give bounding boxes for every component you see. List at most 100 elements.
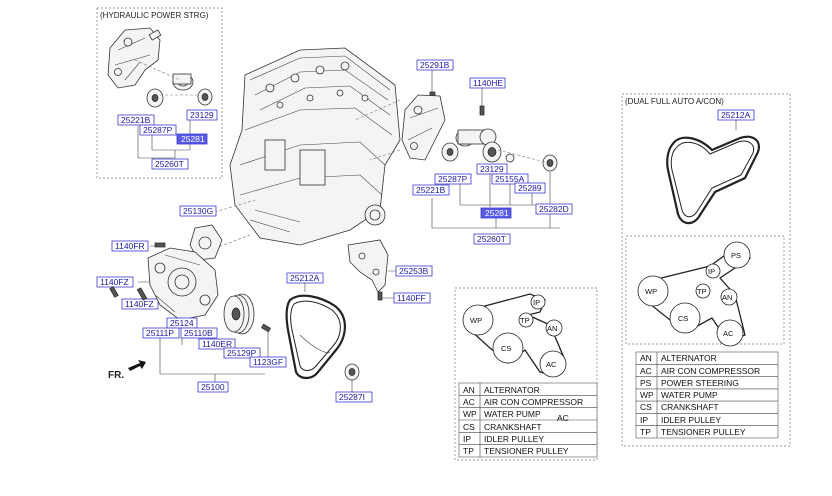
- svg-text:AN: AN: [722, 293, 732, 302]
- svg-text:AC: AC: [723, 329, 734, 338]
- svg-text:CRANKSHAFT: CRANKSHAFT: [484, 422, 542, 432]
- svg-text:25260T: 25260T: [155, 159, 184, 169]
- label-25287I: 25287I: [335, 391, 373, 403]
- pulley-tp-2: [695, 283, 711, 299]
- drive-belt-center: [285, 294, 346, 380]
- svg-text:1140FZ: 1140FZ: [125, 299, 154, 309]
- svg-text:POWER STEERING: POWER STEERING: [661, 378, 739, 388]
- pulley-an-2: [720, 288, 738, 306]
- label-1140ER: 1140ER: [198, 338, 236, 350]
- pulley-ac-2: [716, 319, 744, 347]
- svg-text:25291B: 25291B: [420, 60, 450, 70]
- label-25100: 25100: [197, 381, 229, 393]
- label-25221B-b: 25221B: [412, 184, 450, 196]
- label-25110B: 25110B: [180, 327, 218, 339]
- svg-text:IDLER PULLEY: IDLER PULLEY: [661, 415, 721, 425]
- svg-text:1140FF: 1140FF: [397, 293, 426, 303]
- label-25289: 25289: [514, 182, 546, 194]
- pulley-ps: [723, 241, 751, 269]
- svg-text:PS: PS: [640, 378, 652, 388]
- svg-text:CS: CS: [463, 422, 475, 432]
- svg-text:TP: TP: [520, 316, 530, 325]
- svg-text:ALTERNATOR: ALTERNATOR: [484, 385, 540, 395]
- svg-text:25129P: 25129P: [227, 348, 257, 358]
- label-25281-b: 25281: [480, 207, 512, 219]
- engine-block: [229, 47, 401, 246]
- belt-routing-right: PS IP WP TP AN CS AC: [637, 241, 752, 347]
- svg-text:CRANKSHAFT: CRANKSHAFT: [661, 402, 719, 412]
- label-1140FZ-a: 1140FZ: [96, 276, 134, 288]
- svg-text:AN: AN: [547, 324, 557, 333]
- pulley-an: [545, 319, 563, 337]
- svg-text:25281: 25281: [181, 134, 205, 144]
- svg-text:TENSIONER PULLEY: TENSIONER PULLEY: [484, 446, 569, 456]
- label-25287P-b: 25287P: [434, 173, 472, 185]
- svg-text:23129: 23129: [480, 164, 504, 174]
- svg-text:IDLER PULLEY: IDLER PULLEY: [484, 434, 544, 444]
- belt-routing-left: WP IP TP AN CS AC: [462, 293, 567, 378]
- hydraulic-bracket-assembly: [107, 27, 213, 108]
- dual-caption: (DUAL FULL AUTO A/CON): [625, 97, 724, 106]
- label-25260T-a: 25260T: [151, 158, 189, 170]
- svg-text:25221B: 25221B: [121, 115, 151, 125]
- pulley-cs-2: [669, 302, 701, 334]
- label-1140FR: 1140FR: [111, 240, 149, 252]
- svg-text:CS: CS: [678, 314, 688, 323]
- svg-text:1123GF: 1123GF: [253, 357, 283, 367]
- dual-ac-inset-frame: [621, 93, 791, 447]
- svg-text:25110B: 25110B: [184, 328, 213, 338]
- mount-bracket: [347, 239, 389, 301]
- pulley-wp-2: [637, 275, 669, 307]
- svg-text:CS: CS: [501, 344, 511, 353]
- legend-left: AN ALTERNATOR AC AIR CON COMPRESSOR WP W…: [458, 382, 598, 458]
- svg-text:WP: WP: [470, 316, 482, 325]
- svg-text:25212A: 25212A: [290, 273, 320, 283]
- label-25291B: 25291B: [416, 59, 454, 71]
- arrow-icon: [128, 360, 146, 371]
- label-1123GF: 1123GF: [249, 356, 287, 368]
- legend-right: AN ALTERNATOR AC AIR CON COMPRESSOR PS P…: [635, 351, 779, 439]
- water-pump-assembly: [109, 242, 219, 321]
- svg-text:25212A: 25212A: [721, 110, 751, 120]
- label-23129-b: 23129: [476, 163, 508, 175]
- svg-text:WATER PUMP: WATER PUMP: [484, 409, 541, 419]
- svg-text:1140FR: 1140FR: [115, 241, 145, 251]
- svg-text:1140ER: 1140ER: [202, 339, 232, 349]
- svg-text:23129: 23129: [190, 110, 214, 120]
- label-25253B: 25253B: [395, 265, 433, 277]
- label-25212A-b: 25212A: [286, 272, 324, 284]
- front-arrow: FR.: [108, 360, 146, 381]
- svg-text:TP: TP: [463, 446, 474, 456]
- svg-text:WATER PUMP: WATER PUMP: [661, 390, 718, 400]
- pulley-ip: [530, 294, 546, 310]
- svg-text:25260T: 25260T: [477, 234, 506, 244]
- crank-pulley: [223, 293, 271, 335]
- pulley-ac: [539, 350, 567, 378]
- svg-text:WP: WP: [463, 409, 477, 419]
- label-1140FF: 1140FF: [393, 292, 431, 304]
- svg-text:25221B: 25221B: [416, 185, 446, 195]
- svg-text:25111P: 25111P: [146, 328, 174, 338]
- svg-text:25287I: 25287I: [339, 392, 365, 402]
- belt-routing-left-frame: [454, 287, 598, 461]
- svg-text:AN: AN: [640, 353, 652, 363]
- label-25155A: 25155A: [491, 173, 529, 185]
- label-25212A-a: 25212A: [717, 109, 755, 121]
- svg-text:AIR CON COMPRESSOR: AIR CON COMPRESSOR: [484, 397, 583, 407]
- svg-text:25287P: 25287P: [143, 125, 173, 135]
- ac-bracket-assembly: [401, 91, 558, 172]
- svg-text:PS: PS: [731, 251, 741, 260]
- hydraulic-caption: (HYDRAULIC POWER STRG): [100, 11, 209, 20]
- label-25282D: 25282D: [535, 203, 573, 215]
- svg-text:25124: 25124: [170, 318, 194, 328]
- svg-text:TENSIONER PULLEY: TENSIONER PULLEY: [661, 427, 746, 437]
- label-23129-a: 23129: [186, 109, 218, 121]
- label-25221B-a: 25221B: [117, 114, 155, 126]
- svg-text:FR.: FR.: [108, 370, 124, 381]
- svg-text:25130G: 25130G: [183, 206, 213, 216]
- label-25124: 25124: [166, 317, 198, 329]
- svg-text:25287P: 25287P: [438, 174, 468, 184]
- label-25129P: 25129P: [223, 347, 261, 359]
- svg-text:1140HE: 1140HE: [473, 78, 503, 88]
